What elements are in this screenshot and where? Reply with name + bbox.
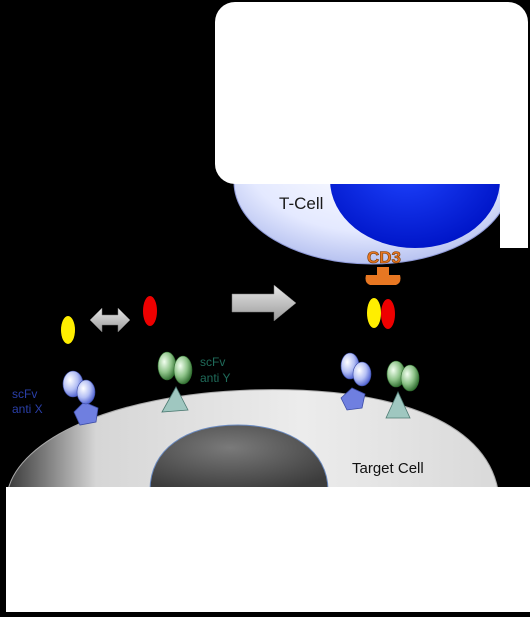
antigen-y-triangle-right: [385, 391, 411, 419]
target-cell-label: Target Cell: [352, 460, 424, 477]
scfv-y-right-domain-b: [400, 364, 420, 392]
cd3-stem: [377, 267, 389, 275]
target-cell: Target Cell: [7, 389, 499, 491]
scfv-anti-x-left: [62, 370, 99, 426]
t-cell-label: T-Cell: [279, 194, 323, 213]
antigen-y-triangle: [161, 386, 189, 413]
scfv-anti-y-left: [157, 351, 193, 413]
double-headed-arrow-icon: [89, 307, 131, 333]
cd3-label: CD3: [367, 248, 401, 267]
yellow-ligand-bound: [367, 298, 381, 328]
red-ligand: [143, 296, 157, 326]
yellow-ligand: [61, 316, 75, 344]
scfv-y-label-1: scFv: [200, 355, 225, 369]
cd3-receptor: CD3: [365, 248, 401, 285]
scfv-anti-y-right: [385, 360, 420, 419]
scfv-x-label-2: anti X: [12, 402, 43, 416]
antigen-x-pentagon-right: [340, 387, 366, 411]
top-panel: [215, 2, 528, 184]
scfv-x-right-domain-b: [352, 361, 372, 387]
target-cell-nucleus: [149, 424, 329, 491]
scfv-x-label-1: scFv: [12, 387, 37, 401]
cd3-base: [365, 275, 401, 285]
right-arrow-icon: [231, 284, 297, 322]
scfv-y-domain-b: [173, 355, 193, 385]
antigen-x-pentagon: [73, 401, 99, 426]
top-panel-tab: [500, 60, 528, 248]
red-ligand-bound: [381, 299, 395, 329]
scfv-x-domain-b: [76, 379, 96, 405]
scfv-y-label-2: anti Y: [200, 371, 230, 385]
bottom-panel: [6, 487, 530, 612]
scfv-anti-x-right: [340, 352, 372, 411]
scfv-y-domain-a: [157, 351, 177, 381]
